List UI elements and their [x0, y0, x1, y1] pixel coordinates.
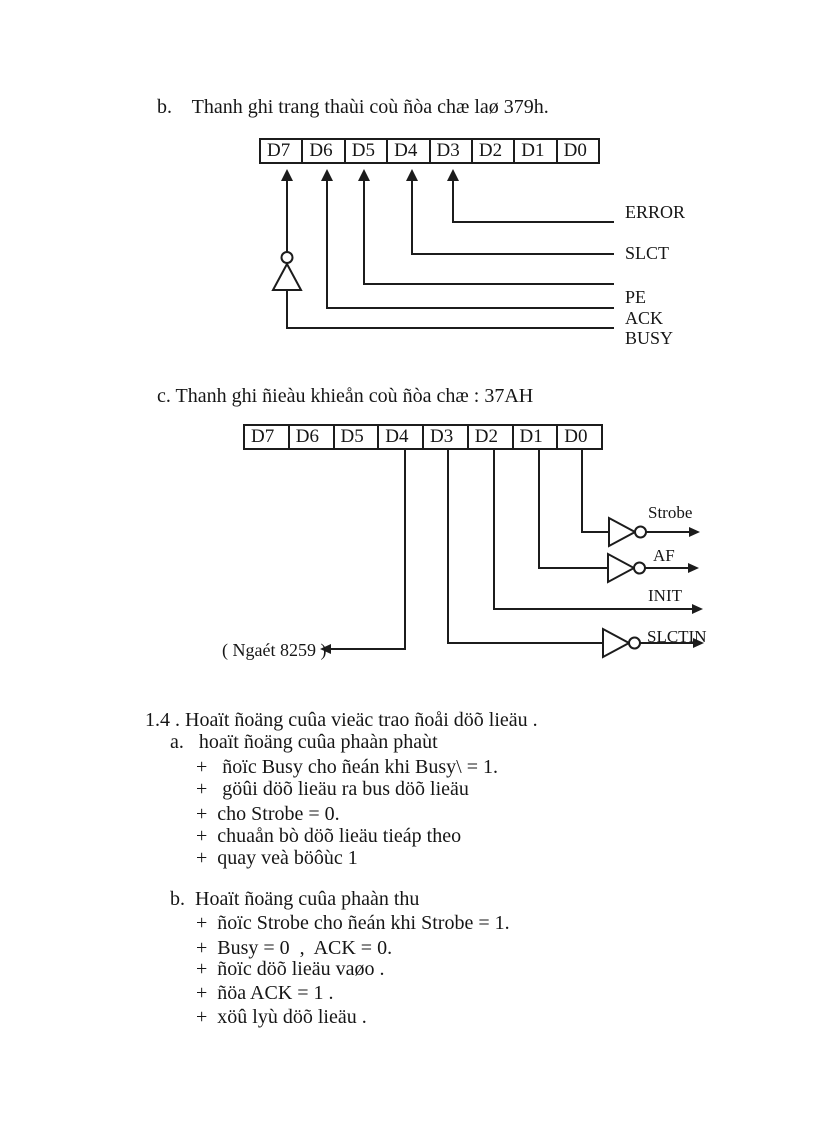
status-bit-d7: D7 [261, 140, 304, 162]
signal-label-error: ERROR [625, 202, 686, 222]
list-item: + cho Strobe = 0. [196, 803, 340, 825]
list-item: + ñöa ACK = 1 . [196, 982, 334, 1004]
wire-slctin-in [447, 642, 604, 644]
wire-irq-vertical [404, 450, 406, 650]
wire-slct-vertical [411, 180, 413, 255]
wire-busy-horizontal [286, 327, 614, 329]
signal-label-af: AF [653, 546, 675, 565]
not-gate-icon [608, 516, 647, 548]
wire-af-out [643, 567, 689, 569]
wire-strobe-in [581, 531, 610, 533]
part-b-heading: b. Hoaït ñoäng cuûa phaàn thu [170, 888, 420, 910]
status-bit-d5: D5 [346, 140, 389, 162]
wire-init-vertical [493, 450, 495, 610]
arrow-right-icon [689, 527, 700, 537]
wire-pe-vertical [363, 180, 365, 284]
list-item: + ñoïc döõ lieäu vaøo . [196, 958, 385, 980]
list-item: + ñoïc Busy cho ñeán khi Busy\ = 1. [196, 756, 498, 778]
status-bit-d1: D1 [515, 140, 558, 162]
wire-init-horizontal [493, 608, 693, 610]
control-bit-d4: D4 [379, 426, 424, 448]
arrow-right-icon [693, 638, 704, 648]
control-register: D7 D6 D5 D4 D3 D2 D1 D0 [243, 424, 603, 450]
list-item: + chuaån bò döõ lieäu tieáp theo [196, 825, 462, 847]
signal-label-busy: BUSY [625, 328, 674, 348]
status-bit-d4: D4 [388, 140, 431, 162]
not-gate-icon [602, 627, 641, 659]
wire-slct-horizontal [411, 253, 614, 255]
wire-ack-horizontal [326, 307, 614, 309]
control-bit-d7: D7 [245, 426, 290, 448]
control-bit-d5: D5 [335, 426, 380, 448]
not-gate-icon [607, 552, 646, 584]
signal-label-slct: SLCT [625, 243, 670, 263]
arrow-up-icon [358, 169, 370, 181]
status-register: D7 D6 D5 D4 D3 D2 D1 D0 [259, 138, 600, 164]
wire-busy-upper [286, 180, 288, 252]
signal-label-ack: ACK [625, 308, 664, 328]
part-a-heading: a. hoaït ñoäng cuûa phaàn phaùt [170, 731, 438, 753]
arrow-up-icon [406, 169, 418, 181]
wire-strobe-vertical [581, 450, 583, 533]
wire-error-horizontal [452, 221, 614, 223]
arrow-right-icon [692, 604, 703, 614]
status-bit-d3: D3 [431, 140, 473, 162]
signal-label-pe: PE [625, 287, 647, 307]
list-item: + Busy = 0 , ACK = 0. [196, 937, 393, 959]
wire-slctin-vertical [447, 450, 449, 644]
status-bit-d6: D6 [303, 140, 346, 162]
list-item: + quay veà böôùc 1 [196, 847, 358, 869]
wire-af-vertical [538, 450, 540, 569]
list-item: + xöû lyù döõ lieäu . [196, 1006, 367, 1028]
control-bit-d2: D2 [469, 426, 514, 448]
control-register-heading: c. Thanh ghi ñieàu khieån coù ñòa chæ : … [157, 385, 534, 407]
wire-af-in [538, 567, 609, 569]
wire-slctin-out [638, 642, 694, 644]
section-title: 1.4 . Hoaït ñoäng cuûa vieäc trao ñoåi d… [145, 709, 538, 731]
status-bit-d2: D2 [473, 140, 516, 162]
wire-irq-horizontal [331, 648, 405, 650]
interrupt-note: ( Ngaét 8259 ) [222, 640, 327, 660]
wire-error-vertical [452, 180, 454, 222]
signal-label-init: INIT [648, 586, 682, 605]
wire-strobe-out [644, 531, 690, 533]
arrow-left-icon [320, 644, 331, 654]
control-bit-d6: D6 [290, 426, 335, 448]
signal-label-strobe: Strobe [648, 503, 693, 522]
arrow-right-icon [688, 563, 699, 573]
arrow-up-icon [321, 169, 333, 181]
arrow-up-icon [447, 169, 459, 181]
list-item: + göûi döõ lieäu ra bus döõ lieäu [196, 778, 469, 800]
control-bit-d0: D0 [564, 426, 588, 447]
control-bit-d3: D3 [424, 426, 469, 448]
list-item: + ñoïc Strobe cho ñeán khi Strobe = 1. [196, 912, 510, 934]
not-gate-icon [271, 251, 303, 291]
wire-pe-horizontal [363, 283, 614, 285]
status-bit-d0: D0 [563, 140, 587, 161]
control-bit-d1: D1 [514, 426, 559, 448]
arrow-up-icon [281, 169, 293, 181]
wire-ack-vertical [326, 180, 328, 309]
status-register-heading: b. Thanh ghi trang thaùi coù ñòa chæ laø… [157, 96, 549, 118]
wire-busy-lower [286, 290, 288, 329]
signal-label-slctin: SLCTIN [647, 627, 707, 646]
